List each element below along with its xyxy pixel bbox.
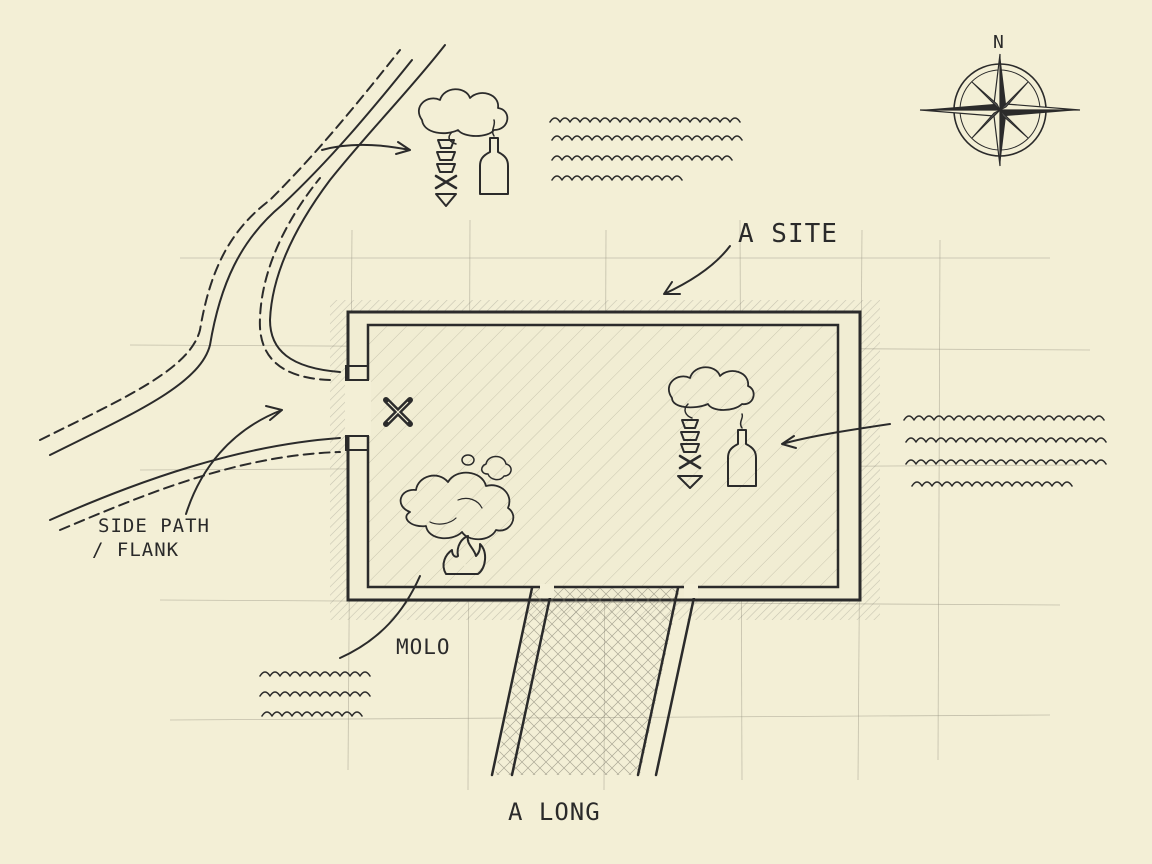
arrow-to-site-utility	[781, 423, 891, 449]
side-path-pointer	[185, 405, 283, 515]
compass-rose-icon: N	[919, 32, 1081, 167]
side-path-label-line1: SIDE PATH	[98, 515, 210, 537]
a-site-building	[330, 300, 880, 620]
a-long-label: A LONG	[508, 798, 601, 826]
a-long-corridor	[490, 584, 698, 777]
side-path-road	[39, 44, 446, 531]
smoke-and-molotov-icon-top	[418, 88, 509, 207]
molotov-fire-icon	[442, 535, 486, 575]
smoke-and-molotov-icon-site	[668, 366, 757, 489]
arrow-to-top-utility	[321, 141, 411, 155]
note-scribbles-right	[903, 415, 1107, 487]
cross-marker-icon	[383, 397, 413, 427]
molo-label: MOLO	[396, 635, 451, 659]
note-scribbles-bottom	[259, 671, 371, 717]
a-site-pointer	[663, 245, 731, 295]
note-scribbles-top	[549, 117, 743, 181]
a-site-label: A SITE	[738, 219, 838, 249]
side-path-label-line2: / FLANK	[92, 539, 179, 561]
compass-north-label: N	[993, 32, 1005, 53]
smoke-cloud-icon	[399, 454, 515, 541]
molo-pointer	[339, 575, 421, 659]
